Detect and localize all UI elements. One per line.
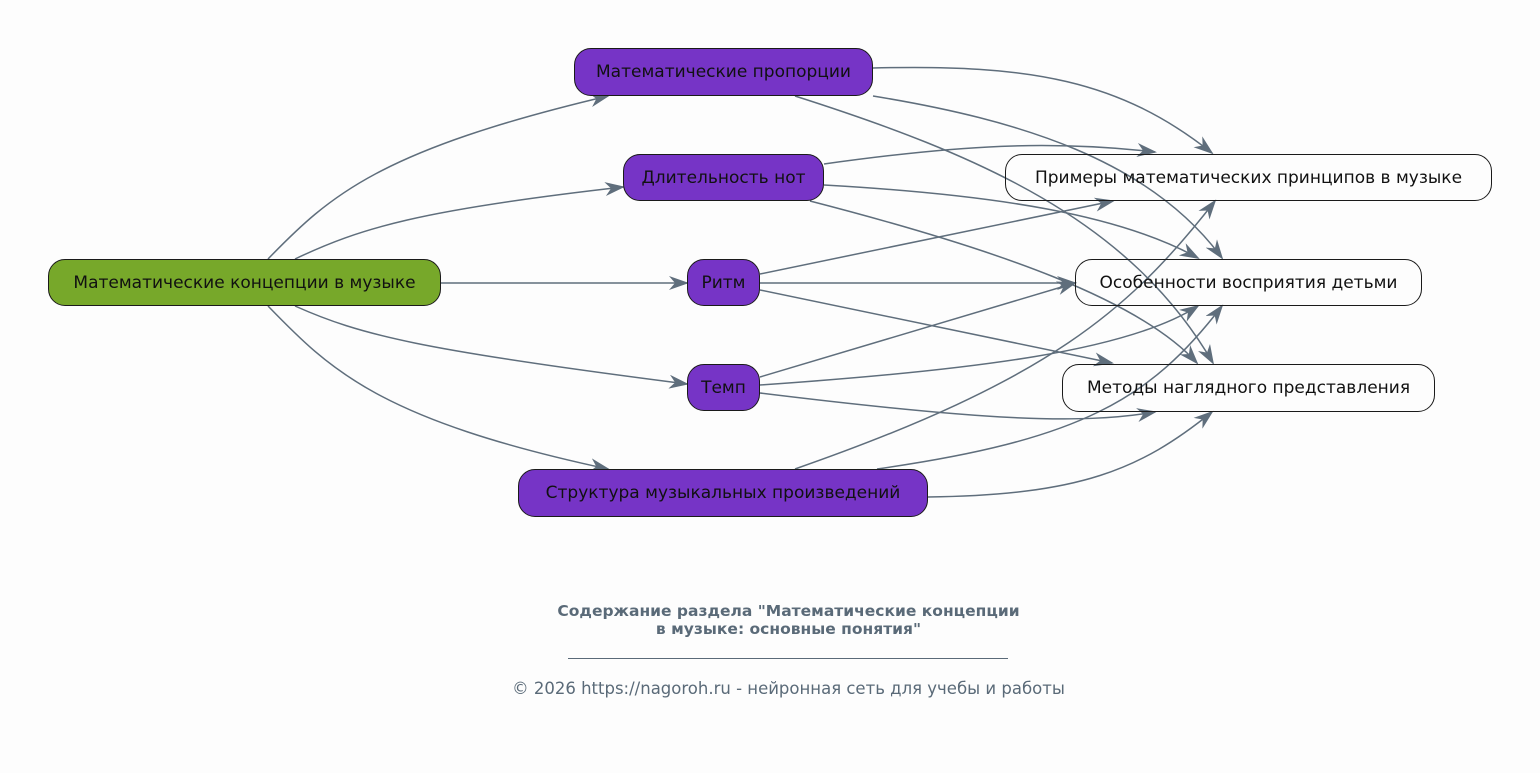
node-label: Структура музыкальных произведений	[545, 483, 901, 503]
node-root[interactable]: Математические концепции в музыке	[48, 259, 441, 306]
edge-tempo-to-methods	[759, 392, 1157, 422]
node-examples[interactable]: Примеры математических принципов в музык…	[1005, 154, 1492, 201]
node-label: Длительность нот	[641, 167, 806, 188]
node-perception[interactable]: Особенности восприятия детьми	[1075, 259, 1422, 306]
edge-proportions-to-methods	[794, 95, 1215, 365]
node-structure[interactable]: Структура музыкальных произведений	[518, 469, 928, 517]
edge-proportions-to-perception	[872, 95, 1224, 260]
node-label: Примеры математических принципов в музык…	[1034, 167, 1463, 188]
node-label: Математические концепции в музыке	[73, 272, 416, 293]
edge-durations-to-methods	[809, 200, 1199, 365]
node-label: Темп	[701, 377, 746, 398]
node-label: Математические пропорции	[596, 62, 851, 82]
edge-structure-to-examples	[794, 199, 1217, 470]
edge-root-to-proportions	[267, 93, 610, 260]
edge-rhythm-to-methods	[759, 289, 1114, 367]
node-tempo[interactable]: Темп	[687, 364, 760, 411]
caption-line-2: в музыке: основные понятия"	[655, 620, 922, 638]
node-durations[interactable]: Длительность нот	[623, 154, 824, 201]
node-label: Особенности восприятия детьми	[1099, 272, 1398, 293]
edge-root-to-tempo	[294, 305, 689, 389]
caption-divider	[568, 658, 1008, 659]
caption-line-1: Содержание раздела "Математические конце…	[557, 602, 1020, 620]
edge-structure-to-methods	[927, 410, 1214, 498]
edge-durations-to-perception	[823, 184, 1200, 259]
node-label: Ритм	[701, 272, 746, 293]
edge-root-to-durations	[294, 182, 625, 260]
node-methods[interactable]: Методы наглядного представления	[1062, 364, 1435, 412]
edge-root-to-structure	[267, 305, 610, 473]
edge-proportions-to-examples	[872, 66, 1214, 155]
footer-copyright: © 2026 https://nagoroh.ru - нейронная се…	[512, 679, 1065, 698]
node-proportions[interactable]: Математические пропорции	[574, 48, 873, 96]
edge-durations-to-examples	[823, 143, 1157, 165]
edge-rhythm-to-examples	[759, 197, 1115, 275]
edge-tempo-to-examples	[759, 281, 1077, 378]
node-label: Методы наглядного представления	[1086, 378, 1411, 398]
node-rhythm[interactable]: Ритм	[687, 259, 760, 306]
edge-tempo-to-perception	[759, 304, 1200, 386]
